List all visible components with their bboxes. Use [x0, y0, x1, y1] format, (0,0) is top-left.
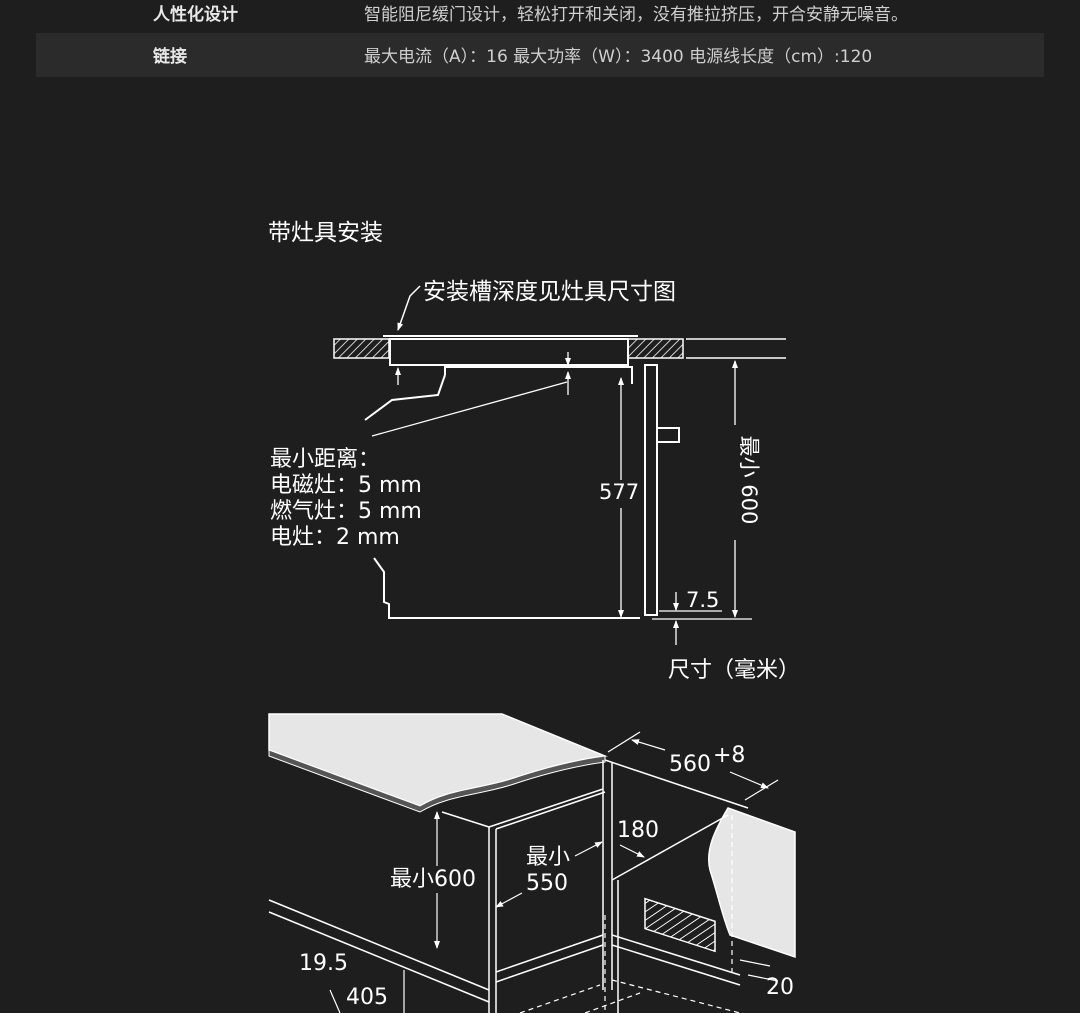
unit-label: 尺寸（毫米） — [668, 658, 800, 683]
dim-20-ext — [739, 959, 771, 967]
dim-20-ext2 — [747, 974, 779, 982]
dim-550-arrow-top — [574, 841, 603, 857]
dim-600-label: 最小 600 — [737, 436, 761, 525]
hob-installation-section: 带灶具安装 安装槽深度见灶具尺寸图 577 最小 600 7.5 — [268, 220, 800, 683]
dim-560-arrow-right — [729, 771, 769, 789]
worktop-left — [333, 338, 390, 359]
ext-560-right — [744, 779, 779, 801]
dim-560-tolerance: +8 — [713, 743, 745, 768]
dim-min600-label: 最小600 — [390, 867, 476, 892]
diagram-title: 带灶具安装 — [268, 220, 383, 246]
spec-row-connection: 链接 最大电流（A）：16 最大功率（W）：3400 电源线长度（cm）:120 — [36, 33, 1044, 77]
worktop-right — [627, 338, 684, 359]
groove-depth-note: 安装槽深度见灶具尺寸图 — [423, 279, 676, 305]
spec-value: 最大电流（A）：16 最大功率（W）：3400 电源线长度（cm）:120 — [364, 47, 873, 67]
gap-electric: 电灶：2 mm — [270, 525, 400, 550]
oven-door — [644, 364, 658, 616]
dim-550-arrow-bottom — [495, 892, 523, 908]
dim-min-label: 最小 — [526, 845, 570, 870]
oven-rear-slope — [364, 374, 446, 421]
spec-value: 智能阻尼缓门设计，轻松打开和关闭，没有推拉挤压，开合安静无噪音。 — [364, 5, 908, 25]
dim-7-5-label: 7.5 — [686, 588, 719, 612]
dim-19-5-ext — [329, 989, 341, 1013]
dim-20-label: 20 — [766, 975, 794, 1000]
ext-560-left — [607, 731, 641, 753]
spec-label: 人性化设计 — [153, 5, 238, 25]
dim-180-label: 180 — [617, 818, 659, 843]
spec-row-design: 人性化设计 智能阻尼缓门设计，轻松打开和关闭，没有推拉挤压，开合安静无噪音。 — [36, 0, 1044, 33]
oven-top-profile — [444, 366, 633, 384]
dim-405-label: 405 — [346, 985, 388, 1010]
oven-bottom-profile — [373, 557, 640, 619]
worktop-slab — [268, 713, 608, 807]
cabinet-isometric-section: 560 +8 最小600 最小 550 180 20 19.5 405 — [268, 713, 796, 1013]
oven-hidden-outline — [519, 815, 741, 1013]
spec-table: 人性化设计 智能阻尼缓门设计，轻松打开和关闭，没有推拉挤压，开合安静无噪音。 链… — [36, 0, 1044, 77]
gap-gas: 燃气灶：5 mm — [270, 499, 422, 524]
gap-leader — [371, 381, 568, 437]
dim-577-label: 577 — [599, 480, 639, 504]
dim-550-label: 550 — [526, 871, 568, 896]
dim-560-label: 560 — [669, 752, 711, 777]
min-gap-title: 最小距离： — [270, 447, 380, 472]
cabinet-outline — [268, 759, 749, 1013]
spec-label: 链接 — [153, 47, 187, 67]
hob-body — [389, 338, 629, 366]
worktop-right-slab — [708, 807, 796, 959]
vent-opening — [644, 897, 716, 953]
note-leader — [397, 285, 421, 331]
worktop-edge — [268, 749, 606, 813]
dim-180-arrow — [619, 844, 645, 858]
dim-560-arrow-left — [631, 739, 666, 751]
oven-handle — [656, 427, 680, 443]
dim-19-5-label: 19.5 — [299, 951, 348, 976]
gap-induction: 电磁灶：5 mm — [270, 473, 422, 498]
